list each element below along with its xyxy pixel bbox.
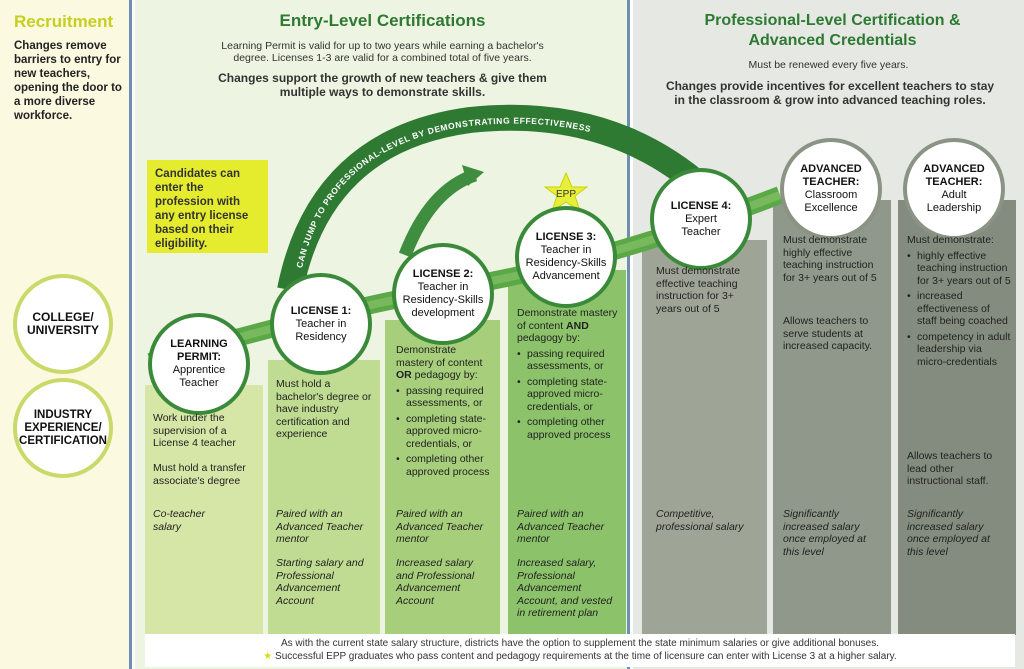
industry-line-3: CERTIFICATION (19, 434, 107, 447)
jump-arc (277, 104, 714, 293)
advanced-leadership-circle: ADVANCED TEACHER: Adult Leadership (903, 138, 1005, 240)
license-2-subtitle: Teacher in Residency-Skills development (402, 281, 484, 319)
column-license-1 (268, 360, 380, 635)
footer-line-1: As with the current state salary structu… (280, 638, 880, 649)
list-item: completing other approved process (396, 453, 496, 478)
learning-permit-req2: Must hold a transfer associate's degree (153, 462, 246, 487)
column-learning-permit (145, 385, 263, 635)
college-university-circle: COLLEGE/ UNIVERSITY (13, 274, 113, 374)
list-item: completing state-approved micro-credenti… (396, 413, 496, 451)
license-3-req: Demonstrate mastery of content AND pedag… (517, 307, 619, 441)
license-1-pay: Paired with an Advanced Teacher mentor (276, 508, 364, 545)
advanced-classroom-req2: Allows teachers to serve students at inc… (783, 315, 873, 352)
license-3-title: LICENSE 3: (535, 231, 597, 243)
recruitment-text: Changes remove barriers to entry for new… (14, 40, 122, 122)
license-3-pay: Paired with an Advanced Teacher mentor (517, 508, 605, 545)
advanced-leadership-bullets: highly effective teaching instruction fo… (907, 250, 1012, 369)
license-1-pay2: Starting salary and Professional Advance… (276, 557, 364, 607)
list-item: passing required assessments, or (396, 385, 496, 410)
footer-notes: As with the current state salary structu… (145, 634, 1015, 667)
license-1-title: LICENSE 1: (290, 304, 352, 317)
license-4-title: LICENSE 4: (670, 199, 732, 212)
list-item: increased effectiveness of staff being c… (907, 290, 1012, 328)
license-3-req-intro: Demonstrate mastery of content (517, 307, 618, 332)
advanced-leadership-req-intro: Must demonstrate: (907, 234, 994, 246)
license-1-circle: LICENSE 1: Teacher in Residency (270, 273, 372, 375)
list-item: competency in adult leadership via micro… (907, 331, 1012, 369)
professional-level-tagline: Changes provide incentives for excellent… (665, 79, 995, 107)
epp-star-icon (543, 171, 589, 213)
column-license-4 (642, 240, 767, 635)
license-2-pay: Paired with an Advanced Teacher mentor (396, 508, 484, 545)
license-3-bullets: passing required assessments, or complet… (517, 348, 619, 442)
license-2-req: Demonstrate mastery of content OR pedago… (396, 344, 496, 478)
entry-level-note: Learning Permit is valid for up to two y… (221, 40, 544, 64)
star-icon: ★ (263, 651, 273, 662)
professional-level-note: Must be renewed every five years. (748, 59, 909, 71)
entry-level-title: Entry-Level Certifications (279, 11, 486, 30)
advanced-leadership-subtitle: Adult Leadership (926, 189, 982, 214)
license-3-subtitle: Teacher in Residency-Skills Advancement (525, 244, 607, 282)
learning-permit-title: LEARNING PERMIT: (170, 338, 228, 363)
license-4-subtitle: Expert Teacher (681, 212, 721, 238)
advanced-leadership-title: ADVANCED TEACHER: (923, 163, 985, 188)
recruitment-title: Recruitment (14, 12, 114, 31)
footer-line-2-wrap: ★ Successful EPP graduates who pass cont… (145, 650, 1015, 663)
industry-experience-circle: INDUSTRY EXPERIENCE/ CERTIFICATION (13, 378, 113, 478)
license-4-req: Must demonstrate effective teaching inst… (656, 265, 741, 315)
advanced-leadership-pay: Significantly increased salary once empl… (907, 508, 990, 558)
eligibility-callout: Candidates can enter the profession with… (147, 160, 268, 253)
advanced-classroom-title: ADVANCED TEACHER: (800, 163, 862, 188)
license-1-req: Must hold a bachelor's degree or have in… (276, 378, 372, 440)
learning-permit-circle: LEARNING PERMIT: Apprentice Teacher (148, 313, 250, 415)
license-3-pay2: Increased salary, Professional Advanceme… (517, 557, 613, 619)
industry-line-1: INDUSTRY (33, 408, 93, 421)
license-3-req-and: AND (566, 319, 589, 332)
industry-line-2: EXPERIENCE/ (24, 421, 102, 434)
advanced-classroom-pay: Significantly increased salary once empl… (783, 508, 866, 558)
column-advanced-classroom (773, 200, 891, 635)
advanced-leadership-req: Must demonstrate: highly effective teach… (907, 234, 1012, 368)
column-license-3 (508, 270, 626, 635)
advanced-classroom-req: Must demonstrate highly effective teachi… (783, 234, 877, 284)
list-item: passing required assessments, or (517, 348, 619, 373)
college-line-2: UNIVERSITY (26, 323, 99, 337)
advanced-leadership-req2: Allows teachers to lead other instructio… (907, 450, 993, 487)
license-2-bullets: passing required assessments, or complet… (396, 385, 496, 479)
professional-level-title: Professional-Level Certification & Advan… (704, 12, 961, 49)
license-2-pay2: Increased salary and Professional Advanc… (396, 557, 475, 607)
advanced-classroom-circle: ADVANCED TEACHER: Classroom Excellence (780, 138, 882, 240)
entry-level-tagline: Changes support the growth of new teache… (218, 71, 547, 99)
inner-arc (398, 168, 478, 258)
learning-permit-req: Work under the supervision of a License … (153, 412, 236, 449)
license-2-circle: LICENSE 2: Teacher in Residency-Skills d… (392, 243, 494, 345)
list-item: completing state-approved micro-credenti… (517, 376, 619, 414)
license-3-circle: LICENSE 3: Teacher in Residency-Skills A… (515, 206, 617, 308)
footer-line-2: Successful EPP graduates who pass conten… (275, 651, 897, 662)
license-4-pay: Competitive, professional salary (656, 508, 744, 533)
license-2-title: LICENSE 2: (412, 268, 474, 280)
list-item: completing other approved process (517, 416, 619, 441)
college-line-1: COLLEGE/ (32, 310, 94, 324)
license-3-req-intro2: pedagogy by: (517, 332, 581, 344)
advanced-classroom-subtitle: Classroom Excellence (804, 189, 858, 214)
epp-badge: EPP (556, 189, 576, 200)
license-1-subtitle: Teacher in Residency (295, 317, 347, 343)
license-2-req-intro2: pedagogy by: (414, 369, 478, 381)
learning-permit-subtitle: Apprentice Teacher (172, 364, 226, 389)
learning-permit-pay: Co-teacher salary (153, 508, 205, 533)
license-4-circle: LICENSE 4: Expert Teacher (650, 168, 752, 270)
list-item: highly effective teaching instruction fo… (907, 250, 1012, 288)
license-2-req-intro: Demonstrate mastery of content (396, 344, 483, 369)
license-2-req-or: OR (396, 369, 412, 381)
